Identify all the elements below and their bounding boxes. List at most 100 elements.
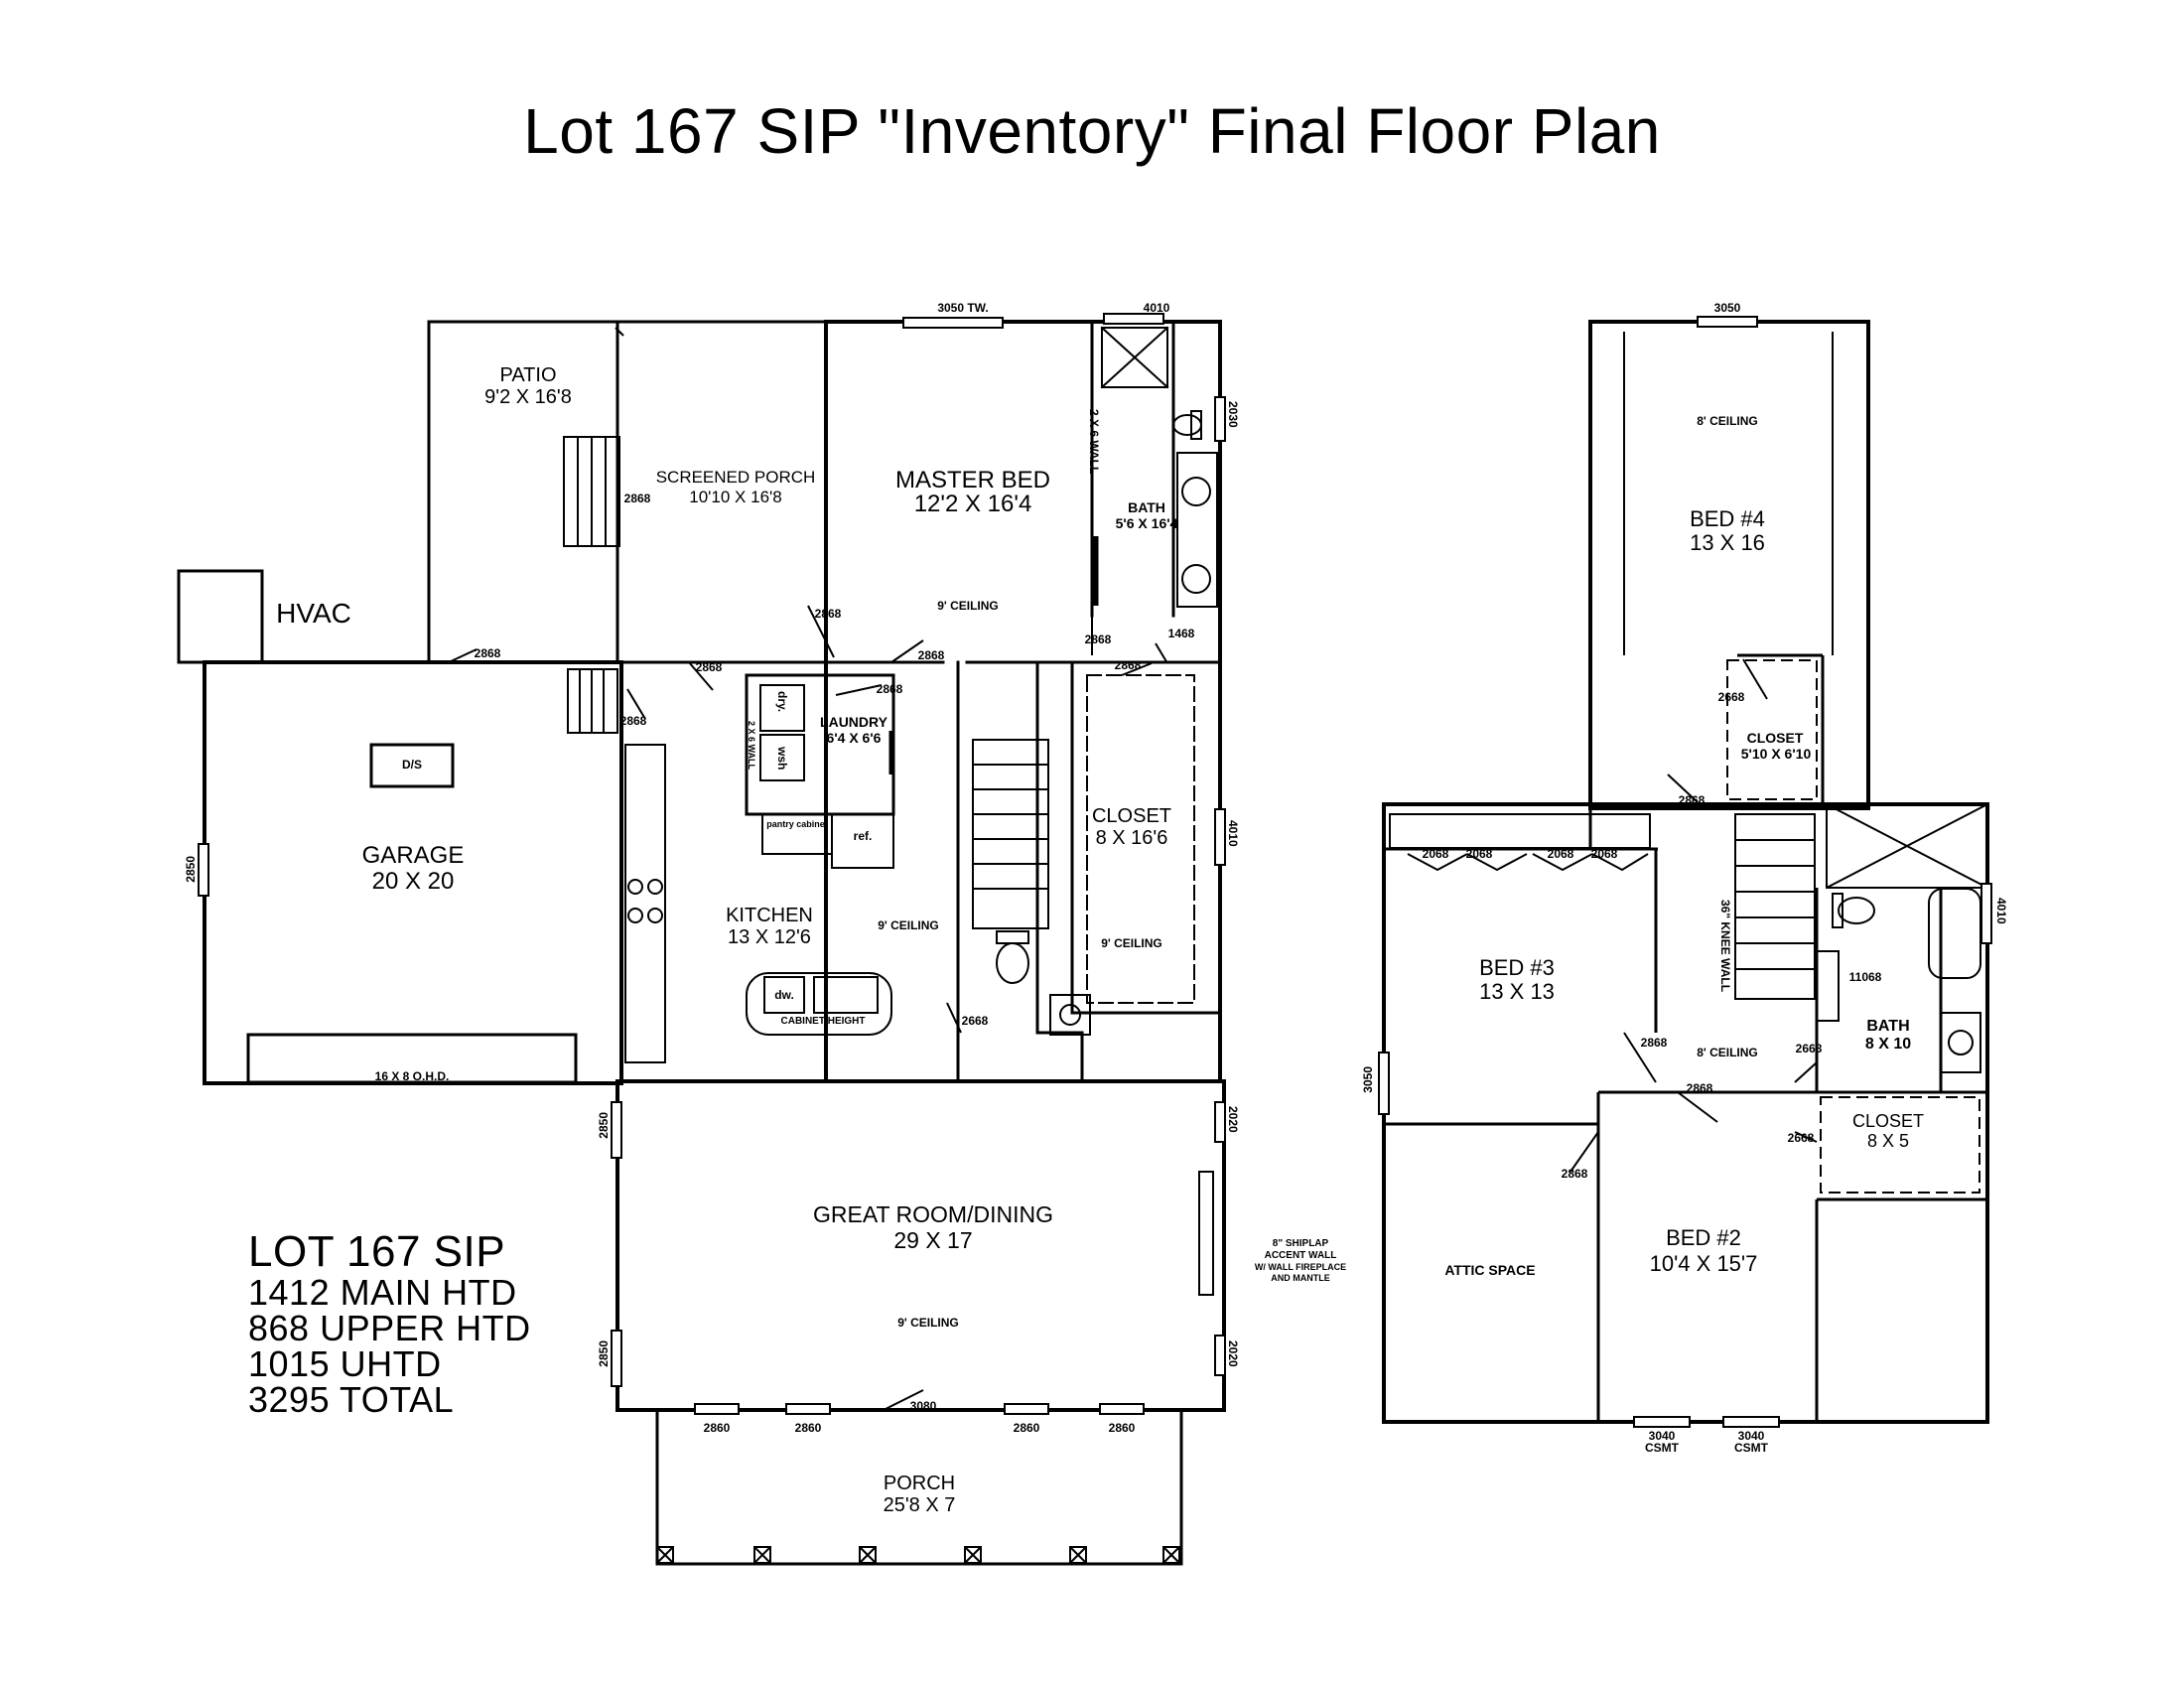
door-2668-bed4: 2668 <box>1717 690 1745 704</box>
stats-heading: LOT 167 SIP <box>248 1227 506 1276</box>
cabinet-height-label: CABINET HEIGHT <box>780 1016 866 1027</box>
hall-ceiling: 8' CEILING <box>1697 1046 1758 1059</box>
closet-b-name: CLOSET <box>1851 1111 1925 1131</box>
accent-note-2: ACCENT WALL <box>1264 1250 1337 1261</box>
bed3-window-3050: 3050 <box>1361 1066 1375 1093</box>
door-2668-closet: 2668 <box>1787 1131 1815 1145</box>
bed2-name: BED #2 <box>1666 1225 1741 1250</box>
closet-size: 8 X 16'6 <box>1095 827 1168 849</box>
door-2868-bed3: 2868 <box>1640 1036 1668 1050</box>
laundry-name: LAUNDRY <box>820 714 887 730</box>
master-bed-name: MASTER BED <box>894 467 1051 493</box>
csmt-1: CSMT <box>1645 1441 1679 1455</box>
ref-label: ref. <box>853 829 873 843</box>
stats-line-uhtd: 1015 UHTD <box>248 1343 442 1384</box>
door-1468: 1468 <box>1167 627 1195 640</box>
upper-bath-name: BATH <box>1866 1018 1910 1035</box>
door-11068: 11068 <box>1848 970 1882 984</box>
accent-note-4: AND MANTLE <box>1271 1273 1330 1283</box>
page-title: Lot 167 SIP "Inventory" Final Floor Plan <box>523 95 1661 167</box>
door-2868-master-2: 2868 <box>917 648 945 662</box>
window-4010-closet: 4010 <box>1226 820 1240 847</box>
upper-window-3050: 3050 <box>1713 301 1741 315</box>
screened-porch-size: 10'10 X 16'8 <box>689 488 782 506</box>
door-2868-master: 2868 <box>814 607 842 621</box>
garage-name: GARAGE <box>361 842 465 869</box>
upper-window-4010: 4010 <box>1994 898 2008 924</box>
door-2668-bath: 2668 <box>1795 1042 1823 1055</box>
door-2868-attic: 2868 <box>1561 1167 1588 1181</box>
dryer-label: dry. <box>775 691 789 713</box>
bifold-2068-2: 2068 <box>1465 847 1493 861</box>
door-2868-hall: 2868 <box>1686 1081 1713 1095</box>
great-room-ceiling: 9' CEILING <box>897 1316 959 1330</box>
garage-door-label: 16 X 8 O.H.D. <box>374 1069 450 1083</box>
window-4010-top: 4010 <box>1143 301 1170 315</box>
bifold-2068-3: 2068 <box>1547 847 1574 861</box>
door-2868-garage: 2868 <box>619 714 647 728</box>
window-2020-b: 2020 <box>1226 1340 1240 1367</box>
bifold-2068-1: 2068 <box>1422 847 1449 861</box>
kitchen-ceiling: 9' CEILING <box>878 918 939 932</box>
washer-label: wsh <box>775 747 789 771</box>
door-2868-bath: 2868 <box>1084 633 1112 646</box>
accent-note-1: 8" SHIPLAP <box>1272 1238 1329 1249</box>
window-2850-garage: 2850 <box>184 856 198 883</box>
screened-porch-name: SCREENED PORCH <box>655 468 816 487</box>
door-2668-stairs: 2668 <box>961 1014 989 1028</box>
window-2850-gr-2: 2850 <box>597 1340 611 1367</box>
porch-size: 25'8 X 7 <box>883 1494 956 1516</box>
laundry-wall-note: 2 X 6 WALL <box>747 721 756 771</box>
window-2860-1: 2860 <box>703 1421 731 1435</box>
door-2868-closet: 2868 <box>1114 658 1142 672</box>
laundry-size: 6'4 X 6'6 <box>826 730 882 746</box>
closet-a-name: CLOSET <box>1746 730 1804 746</box>
window-3040-2: 3040 <box>1737 1429 1765 1443</box>
stats-line-main: 1412 MAIN HTD <box>248 1272 517 1313</box>
upper-bath-size: 8 X 10 <box>1864 1036 1912 1053</box>
pantry-label: pantry cabinet <box>766 819 828 829</box>
window-2030: 2030 <box>1226 401 1240 428</box>
door-2868-patio: 2868 <box>474 646 501 660</box>
window-2860-3: 2860 <box>1013 1421 1040 1435</box>
bifold-2068-4: 2068 <box>1590 847 1618 861</box>
door-2868-screened: 2868 <box>623 492 651 505</box>
bed4-ceiling: 8' CEILING <box>1697 414 1758 428</box>
closet-ceiling: 9' CEILING <box>1101 936 1162 950</box>
kitchen-size: 13 X 12'6 <box>728 926 811 948</box>
window-3040-1: 3040 <box>1648 1429 1676 1443</box>
bath-size: 5'6 X 16'4 <box>1115 515 1178 531</box>
closet-a-size: 5'10 X 6'10 <box>1740 746 1812 762</box>
garage-ds: D/S <box>401 758 422 772</box>
knee-wall-note: 36" KNEE WALL <box>1718 900 1732 993</box>
great-room-size: 29 X 17 <box>893 1227 973 1253</box>
porch-name: PORCH <box>883 1473 956 1494</box>
area-summary: LOT 167 SIP 1412 MAIN HTD 868 UPPER HTD … <box>248 1229 531 1418</box>
bed2-size: 10'4 X 15'7 <box>1649 1251 1758 1276</box>
window-3050tw: 3050 TW. <box>937 301 989 315</box>
bed3-name: BED #3 <box>1479 955 1555 980</box>
stats-line-total: 3295 TOTAL <box>248 1379 455 1420</box>
dishwasher-label: dw. <box>774 988 794 1002</box>
patio-size: 9'2 X 16'8 <box>484 386 572 408</box>
master-bed-size: 12'2 X 16'4 <box>913 491 1032 517</box>
patio-name: PATIO <box>499 364 557 386</box>
accent-note-3: W/ WALL FIREPLACE <box>1254 1262 1347 1272</box>
bath-name: BATH <box>1128 499 1165 515</box>
door-2868-laundry: 2868 <box>876 682 903 696</box>
stats-line-upper: 868 UPPER HTD <box>248 1308 531 1348</box>
bath-wall-note: 2 X 6 WALL <box>1087 409 1101 475</box>
closet-b-size: 8 X 5 <box>1866 1131 1910 1151</box>
window-2860-2: 2860 <box>794 1421 822 1435</box>
bed4-name: BED #4 <box>1690 506 1765 531</box>
door-2868-stair: 2868 <box>1678 793 1706 807</box>
kitchen-name: KITCHEN <box>726 905 813 926</box>
window-2850-gr-1: 2850 <box>597 1112 611 1139</box>
window-2020-a: 2020 <box>1226 1106 1240 1133</box>
csmt-2: CSMT <box>1734 1441 1768 1455</box>
door-2868-screened-2: 2868 <box>695 660 723 674</box>
closet-name: CLOSET <box>1091 805 1172 827</box>
attic-label: ATTIC SPACE <box>1444 1262 1536 1278</box>
great-room-name: GREAT ROOM/DINING <box>813 1201 1053 1227</box>
